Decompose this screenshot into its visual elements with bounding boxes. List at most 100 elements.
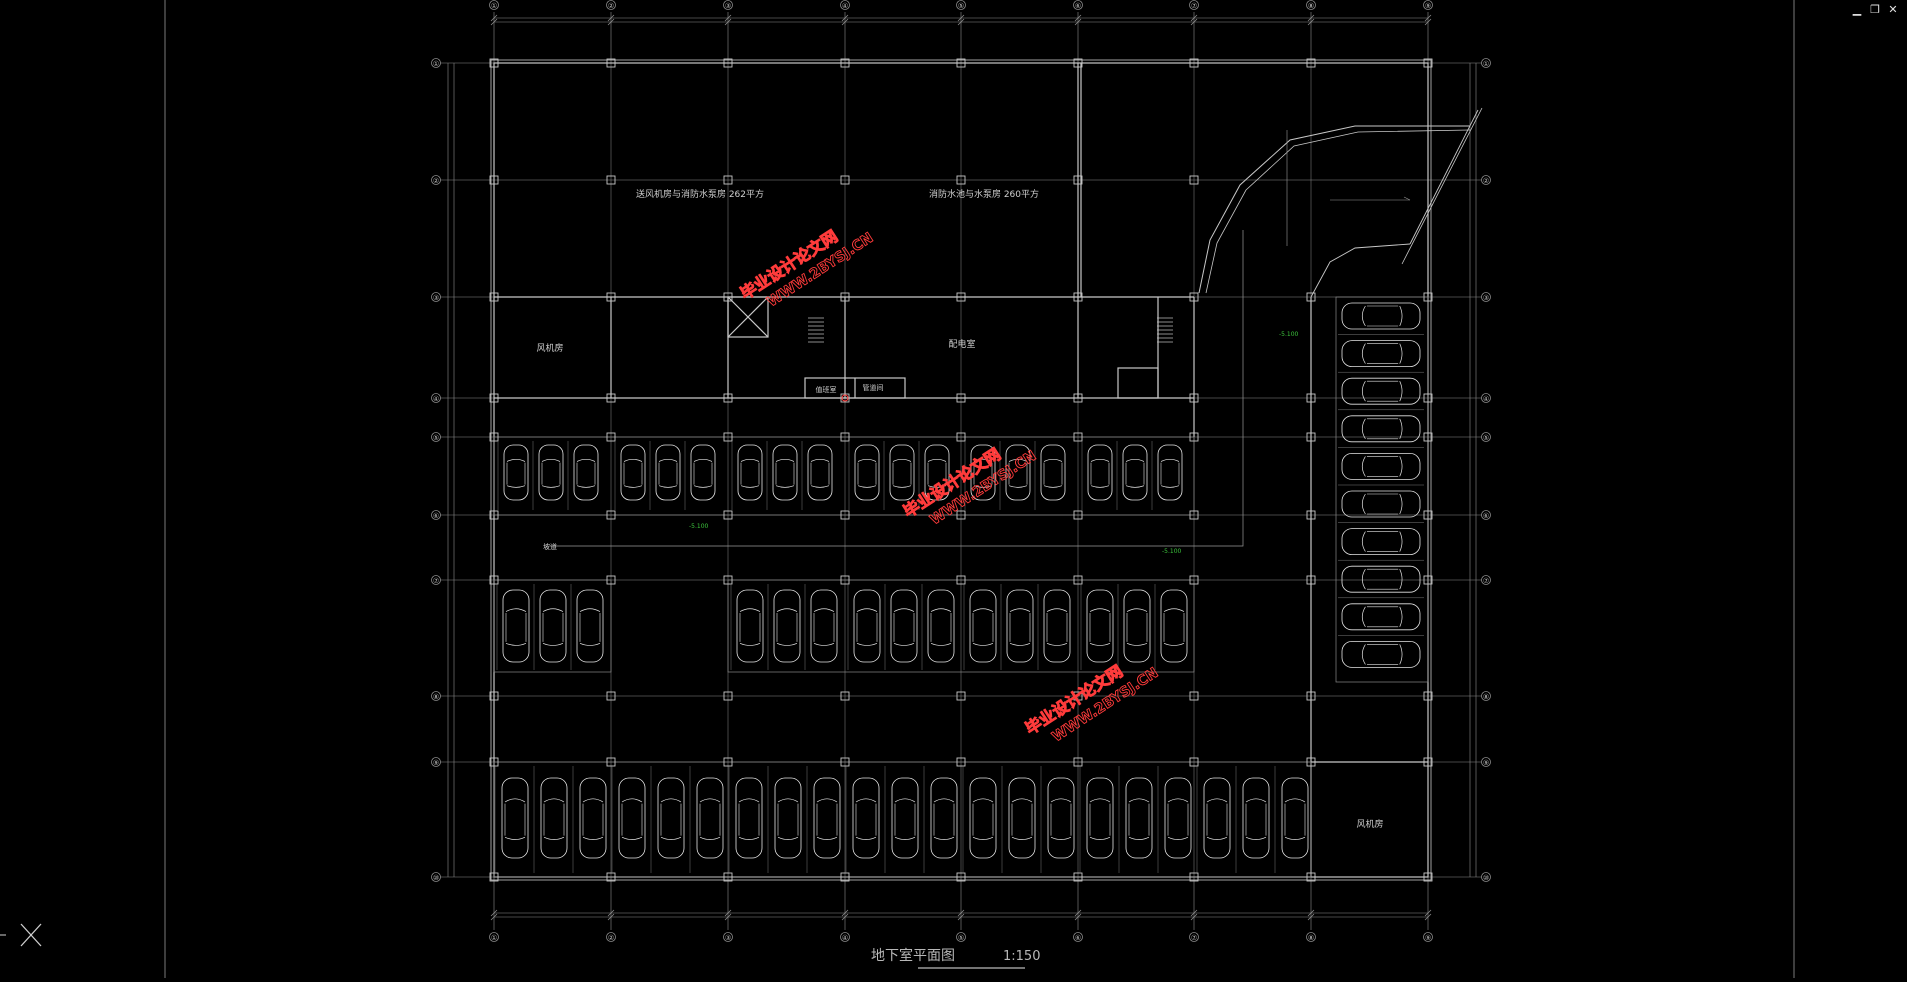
car-rear-window [541, 485, 561, 488]
restore-icon[interactable]: ❐ [1870, 3, 1880, 16]
car-rear-window [1050, 836, 1072, 840]
car-space [1123, 589, 1151, 663]
drawing-title-block: 地下室平面图 1:150 [871, 947, 1040, 969]
car-body [810, 589, 838, 663]
column [1189, 757, 1199, 767]
car-body [1341, 302, 1421, 330]
car-rear-window [658, 485, 678, 488]
car-body [889, 444, 915, 501]
close-icon[interactable]: ✕ [1888, 3, 1898, 16]
column [723, 292, 733, 302]
car-windshield [1361, 381, 1366, 402]
car-space [1341, 340, 1421, 368]
car-body [1341, 565, 1421, 593]
car-rear-window [927, 485, 947, 488]
car-rear-window [972, 642, 994, 646]
column [956, 872, 966, 882]
car-rear-window [775, 485, 795, 488]
axis-bubble [431, 691, 441, 701]
ramp-arrow-head [1403, 196, 1411, 201]
car-body [655, 444, 681, 501]
room-label-fan-left: 风机房 [536, 342, 563, 354]
dimension-tick [1074, 18, 1082, 26]
car-windshield [1361, 418, 1366, 439]
car-body [969, 777, 997, 859]
elevation-mark-3: -5.100 [1162, 548, 1182, 555]
dimension-tick [841, 909, 849, 917]
dimension-tick [1074, 909, 1082, 917]
car-windshield [857, 458, 877, 462]
dimension-tick [724, 18, 732, 26]
car-space [501, 777, 529, 859]
column [606, 292, 616, 302]
column [606, 872, 616, 882]
car-rear-window [1399, 569, 1403, 590]
column [956, 432, 966, 442]
small-room [1117, 367, 1159, 399]
axis-bubble [1189, 0, 1199, 10]
ucs-icon [0, 923, 42, 947]
axis-bubble [489, 0, 499, 10]
axis-label: ⑦ [1191, 2, 1197, 10]
car-rear-window [1011, 836, 1033, 840]
dimension-tick [957, 909, 965, 917]
column [1423, 510, 1433, 520]
car-rear-window [1128, 836, 1150, 840]
axis-label: ⑤ [958, 2, 964, 10]
axis-label: ⑥ [433, 512, 439, 520]
car-space [890, 589, 918, 663]
column [606, 58, 616, 68]
column [489, 393, 499, 403]
car-windshield [776, 608, 798, 612]
car-space [1341, 528, 1421, 555]
dimension-tick [1307, 913, 1315, 921]
axis-label: ⑤ [433, 434, 439, 442]
axis-bubble [431, 872, 441, 882]
car-windshield [856, 608, 878, 612]
column [489, 872, 499, 882]
axis-label: ② [608, 2, 614, 10]
room-label-ramp: 坡道 [543, 542, 557, 551]
car-windshield [738, 798, 760, 803]
drawing-frame [164, 0, 1795, 978]
minimize-icon[interactable]: ▁ [1852, 3, 1862, 16]
axis-bubble [840, 932, 850, 942]
column [723, 175, 733, 185]
car-space [1164, 777, 1192, 859]
car-windshield [893, 608, 915, 612]
elevation-mark-1: -5.100 [1279, 331, 1299, 338]
car-rear-window [1125, 485, 1145, 488]
car-space [1341, 302, 1421, 330]
column [723, 691, 733, 701]
stair-core [727, 296, 769, 338]
column [606, 510, 616, 520]
car-rear-window [893, 642, 915, 646]
car-windshield [1126, 608, 1148, 612]
car-space [657, 777, 685, 859]
car-body [576, 589, 604, 663]
car-body [573, 444, 599, 501]
car-body [927, 589, 955, 663]
ramp-edge-inner [1205, 129, 1471, 294]
axis-bubble [956, 0, 966, 10]
dimension-tick [607, 909, 615, 917]
car-body [1006, 589, 1034, 663]
column [1189, 175, 1199, 185]
axis-label: ⑦ [433, 577, 439, 585]
column [606, 432, 616, 442]
dimension-tick [724, 909, 732, 917]
car-rear-window [543, 836, 565, 840]
column [489, 691, 499, 701]
axis-bubble [1481, 691, 1491, 701]
column [606, 393, 616, 403]
column [1423, 757, 1433, 767]
dimension-tick [490, 913, 498, 921]
room-label-b: 消防水池与水泵房 260平方 [929, 188, 1039, 200]
axis-label: ④ [842, 934, 848, 942]
vehicle-ramp [1198, 107, 1483, 298]
car-body [1086, 777, 1114, 859]
dimension-tick [1424, 14, 1432, 22]
